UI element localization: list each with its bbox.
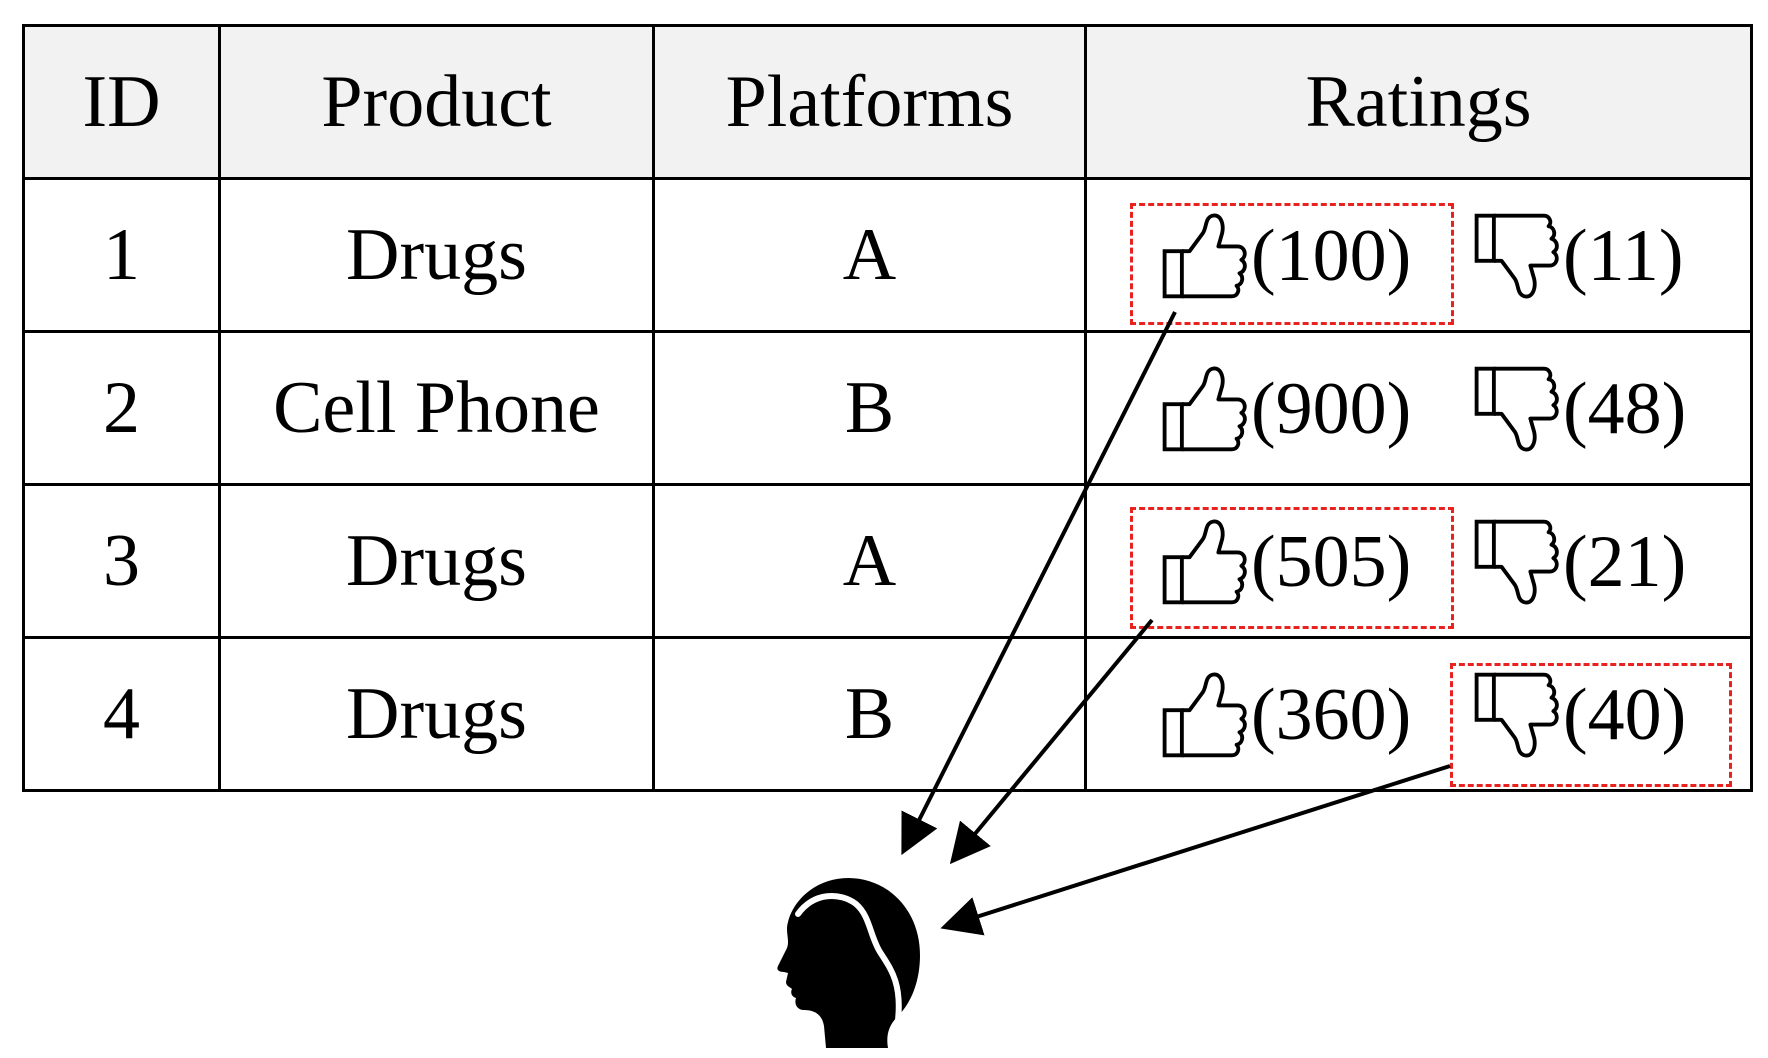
header-ratings: Ratings <box>1084 24 1753 180</box>
like-rating: (100) <box>1155 208 1411 304</box>
table-row: 2 Cell Phone B (900) (48) <box>22 330 1753 486</box>
cell-platform: A <box>652 177 1087 333</box>
like-rating: (900) <box>1155 361 1411 457</box>
like-rating: (360) <box>1155 667 1411 763</box>
header-platforms: Platforms <box>652 24 1087 180</box>
cell-product: Drugs <box>218 177 655 333</box>
user-head-icon <box>777 878 920 1048</box>
cell-id: 4 <box>22 636 221 792</box>
thumbs-down-icon <box>1467 361 1563 457</box>
cell-platform: B <box>652 636 1087 792</box>
ratings-table: ID Product Platforms Ratings 1 Drugs A (… <box>22 24 1753 792</box>
cell-platform: A <box>652 483 1087 639</box>
cell-id: 2 <box>22 330 221 486</box>
dislike-count: (48) <box>1563 368 1687 450</box>
dislike-rating: (21) <box>1467 514 1686 610</box>
cell-ratings: (505) (21) <box>1084 483 1753 639</box>
cell-product: Cell Phone <box>218 330 655 486</box>
thumbs-down-icon <box>1467 667 1563 763</box>
table-row: 3 Drugs A (505) (21) <box>22 483 1753 639</box>
dislike-count: (21) <box>1563 521 1687 603</box>
like-count: (100) <box>1251 215 1412 297</box>
cell-ratings: (900) (48) <box>1084 330 1753 486</box>
like-count: (900) <box>1251 368 1412 450</box>
dislike-rating: (48) <box>1467 361 1686 457</box>
cell-product: Drugs <box>218 636 655 792</box>
table-header-row: ID Product Platforms Ratings <box>22 24 1753 180</box>
dislike-count: (11) <box>1563 215 1684 297</box>
table-row: 1 Drugs A (100) (11) <box>22 177 1753 333</box>
cell-product: Drugs <box>218 483 655 639</box>
like-count: (360) <box>1251 674 1412 756</box>
header-product: Product <box>218 24 655 180</box>
cell-platform: B <box>652 330 1087 486</box>
cell-ratings: (360) (40) <box>1084 636 1753 792</box>
dislike-count: (40) <box>1563 674 1687 756</box>
like-count: (505) <box>1251 521 1412 603</box>
dislike-rating: (11) <box>1467 208 1684 304</box>
thumbs-up-icon <box>1155 361 1251 457</box>
header-id: ID <box>22 24 221 180</box>
cell-id: 3 <box>22 483 221 639</box>
cell-ratings: (100) (11) <box>1084 177 1753 333</box>
thumbs-down-icon <box>1467 208 1563 304</box>
cell-id: 1 <box>22 177 221 333</box>
like-rating: (505) <box>1155 514 1411 610</box>
thumbs-up-icon <box>1155 208 1251 304</box>
thumbs-up-icon <box>1155 514 1251 610</box>
table-row: 4 Drugs B (360) (40) <box>22 636 1753 792</box>
thumbs-down-icon <box>1467 514 1563 610</box>
thumbs-up-icon <box>1155 667 1251 763</box>
dislike-rating: (40) <box>1467 667 1686 763</box>
